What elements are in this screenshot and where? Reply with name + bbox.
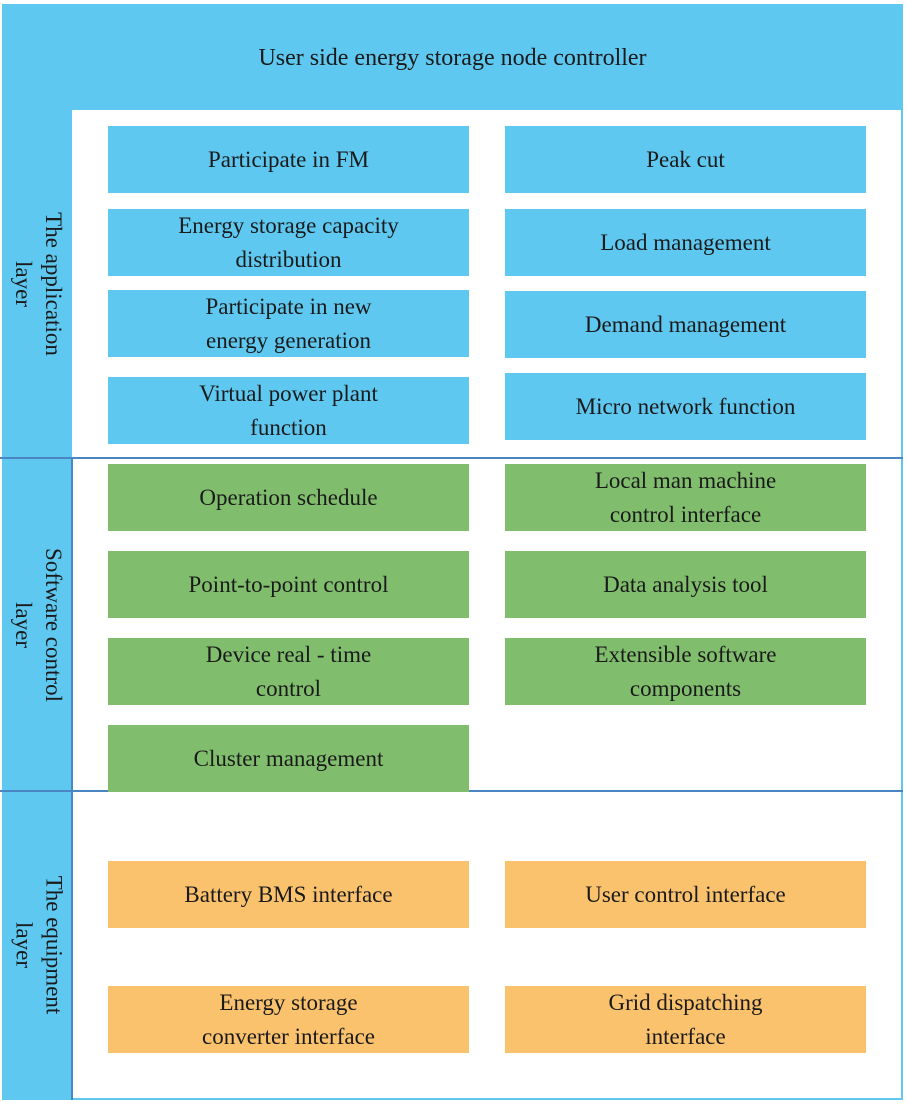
- sw-box-extensible-components: Extensible software components: [505, 638, 866, 705]
- sw-box-data-analysis: Data analysis tool: [505, 551, 866, 618]
- divider-vertical: [71, 457, 73, 1100]
- app-box-virtual-power-plant: Virtual power plant function: [108, 377, 469, 444]
- app-box-participate-fm: Participate in FM: [108, 126, 469, 193]
- sw-box-operation-schedule: Operation schedule: [108, 464, 469, 531]
- divider-application-software: [0, 457, 903, 459]
- layer-label-application: The application layer: [11, 211, 67, 356]
- app-box-micro-network: Micro network function: [505, 373, 866, 440]
- layer-label-equipment: The equipment layer: [11, 875, 67, 1015]
- sw-box-device-realtime: Device real - time control: [108, 638, 469, 705]
- sw-box-cluster-management: Cluster management: [108, 725, 469, 792]
- eq-box-user-control: User control interface: [505, 861, 866, 928]
- app-box-demand-management: Demand management: [505, 291, 866, 358]
- eq-box-grid-dispatching: Grid dispatching interface: [505, 986, 866, 1053]
- diagram-title: User side energy storage node controller: [258, 44, 647, 71]
- sw-box-local-hmi: Local man machine control interface: [505, 464, 866, 531]
- sw-box-point-to-point: Point-to-point control: [108, 551, 469, 618]
- layer-label-software: Software control layer: [11, 547, 66, 702]
- app-box-peak-cut: Peak cut: [505, 126, 866, 193]
- eq-box-converter-interface: Energy storage converter interface: [108, 986, 469, 1053]
- eq-box-battery-bms: Battery BMS interface: [108, 861, 469, 928]
- app-box-load-management: Load management: [505, 209, 866, 276]
- app-box-capacity-distribution: Energy storage capacity distribution: [108, 209, 469, 276]
- app-box-new-energy-generation: Participate in new energy generation: [108, 290, 469, 357]
